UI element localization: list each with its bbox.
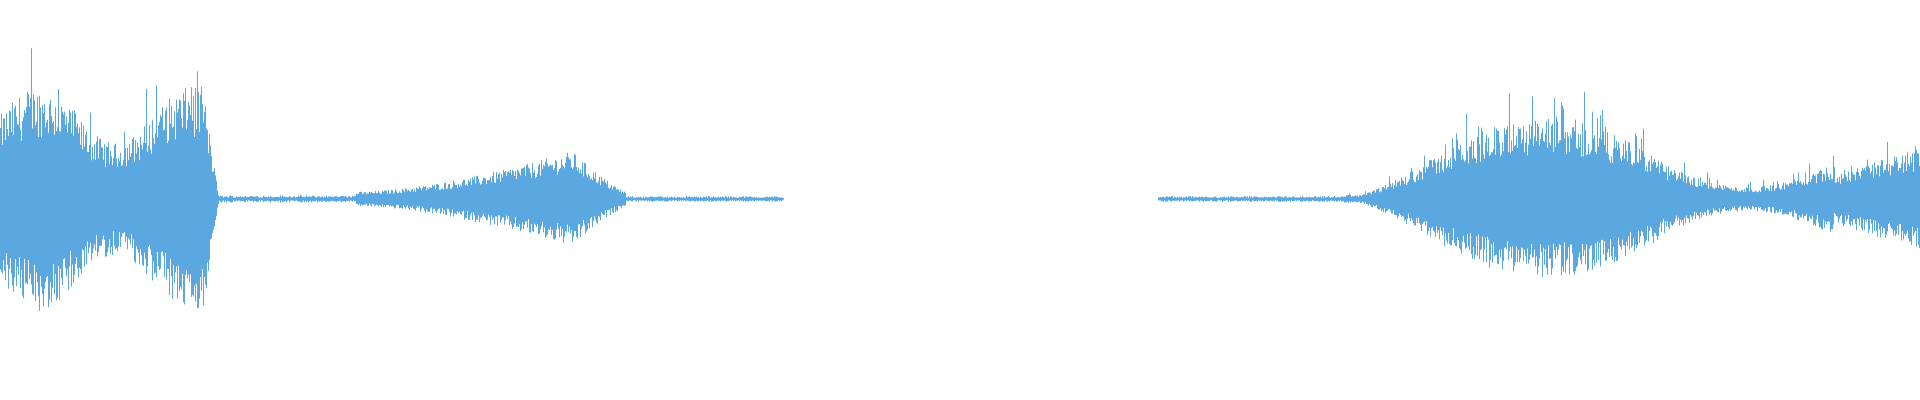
waveform-path bbox=[0, 48, 1920, 311]
